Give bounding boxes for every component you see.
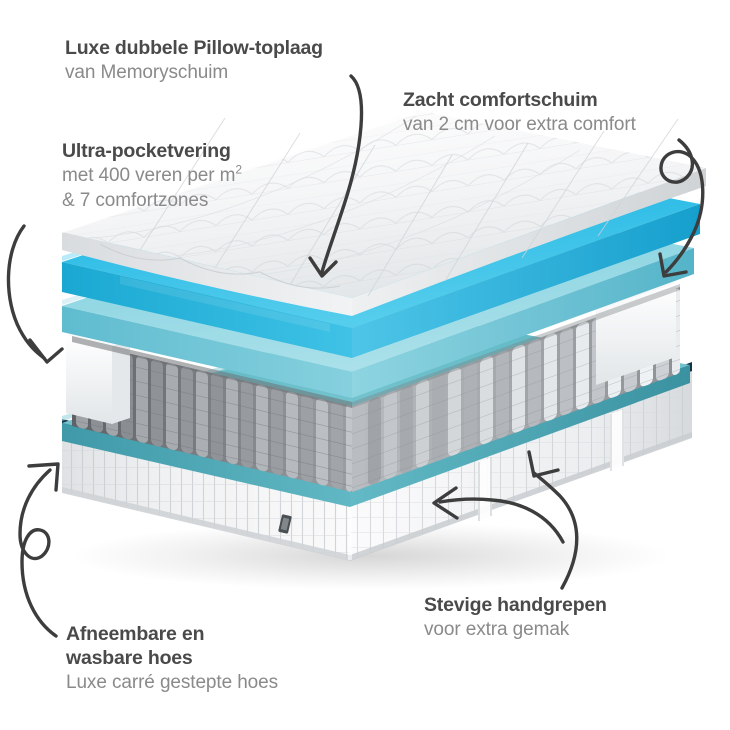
callout-pocket-springs-title: Ultra-pocketvering <box>62 140 231 162</box>
callout-washable-cover: Afneembare en wasbare hoes Luxe carré ge… <box>66 622 278 695</box>
callout-pocket-springs: Ultra-pocketvering met 400 veren per m2 &… <box>62 139 242 213</box>
handle-right <box>610 409 624 471</box>
callout-pocket-springs-sub-line2: & 7 comfortzones <box>62 190 209 211</box>
handle-front <box>268 543 280 578</box>
pocket-spring-core-layer <box>66 277 680 492</box>
callout-pocket-springs-subtitle: met 400 veren per m2 & 7 comfortzones <box>62 163 242 213</box>
handle-left <box>478 457 492 521</box>
callout-handles-subtitle: voor extra gemak <box>424 619 570 640</box>
callout-comfort-foam: Zacht comfortschuim van 2 cm voor extra … <box>403 88 636 137</box>
callout-pillow-top-subtitle: van Memoryschuim <box>65 62 229 83</box>
callout-handles-title: Stevige handgrepen <box>424 594 607 616</box>
brand-logo-tag <box>278 514 292 534</box>
callout-comfort-foam-subtitle: van 2 cm voor extra comfort <box>403 114 636 135</box>
callout-washable-cover-title-line2: wasbare hoes <box>66 647 193 669</box>
callout-pocket-springs-sup: 2 <box>235 162 242 177</box>
callout-pillow-top-title: Luxe dubbele Pillow-toplaag <box>65 37 323 59</box>
quilted-pillow-top-layer <box>62 110 706 316</box>
callout-washable-cover-subtitle: Luxe carré gestepte hoes <box>66 672 279 693</box>
callout-pocket-springs-sub-line1: met 400 veren per m <box>62 165 236 186</box>
callout-pillow-top: Luxe dubbele Pillow-toplaag van Memorysc… <box>65 36 323 85</box>
callout-handles: Stevige handgrepen voor extra gemak <box>424 593 607 642</box>
callout-washable-cover-title-line1: Afneembare en <box>66 623 205 645</box>
callout-comfort-foam-title: Zacht comfortschuim <box>403 89 598 111</box>
